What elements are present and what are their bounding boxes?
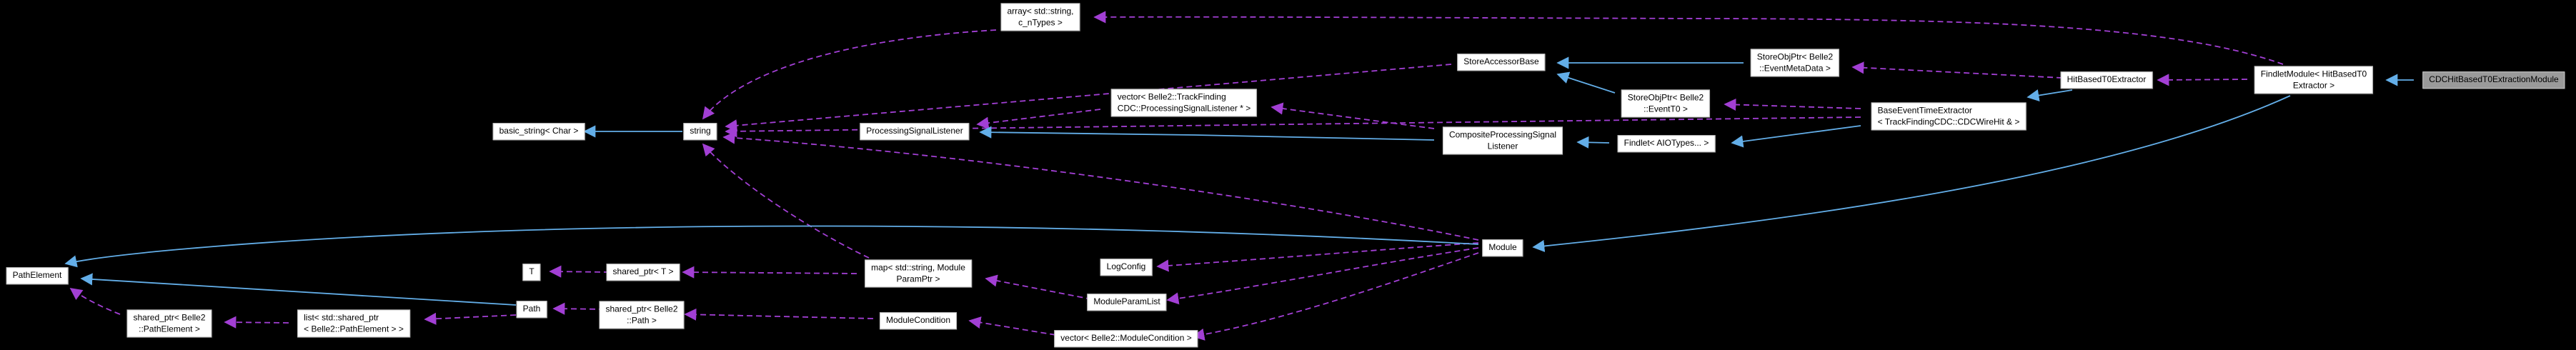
- node-store-accessor-base[interactable]: StoreAccessorBase: [1457, 54, 1546, 71]
- node-findlet-module[interactable]: FindletModule< HitBasedT0 Extractor >: [2254, 66, 2374, 94]
- node-shared-ptr-path[interactable]: shared_ptr< Belle2 ::Path >: [599, 301, 685, 329]
- node-shared-ptr-t[interactable]: shared_ptr< T >: [606, 264, 680, 281]
- edge-findletmodule-module: [1532, 95, 2291, 252]
- edge-vector-psl-psl: [976, 109, 1101, 129]
- node-string[interactable]: string: [683, 123, 717, 140]
- node-log-config[interactable]: LogConfig: [1100, 259, 1153, 276]
- node-map-module-param[interactable]: map< std::string, Module ParamPtr >: [865, 259, 972, 288]
- edge-baseeventtimeextractor-storeobjptr-eventt0: [1724, 98, 1861, 111]
- node-t[interactable]: T: [522, 264, 541, 281]
- node-store-obj-ptr-event-t0[interactable]: StoreObjPtr< Belle2 ::EventT0 >: [1621, 89, 1711, 118]
- node-findlet-aiotypes[interactable]: Findlet< AIOTypes... >: [1617, 135, 1716, 152]
- node-base-event-time-extractor[interactable]: BaseEventTimeExtractor < TrackFindingCDC…: [1871, 102, 2027, 131]
- node-cdc-hit-based-t0-extraction-module: CDCHitBasedT0ExtractionModule: [2422, 71, 2565, 89]
- edge-array-string: [702, 29, 997, 120]
- edge-findletmodule-array: [1093, 11, 2284, 65]
- edge-sharedptr-pathelement-pathelement: [69, 287, 121, 315]
- node-list-shared-ptr-path-element[interactable]: list< std::shared_ptr < Belle2::PathElem…: [297, 309, 410, 338]
- node-shared-ptr-path-element[interactable]: shared_ptr< Belle2 ::PathElement >: [126, 309, 212, 338]
- node-composite-processing-signal-listener[interactable]: CompositeProcessingSignal Listener: [1442, 126, 1563, 155]
- edge-list-sharedptr-pathelement: [224, 316, 289, 329]
- node-basic-string[interactable]: basic_string< Char >: [492, 123, 585, 140]
- node-vector-processing-signal-listener[interactable]: vector< Belle2::TrackFinding CDC::Proces…: [1110, 89, 1258, 117]
- edge-findlet-composite: [1576, 136, 1610, 149]
- node-array-string[interactable]: array< std::string, c_nTypes >: [1000, 3, 1080, 31]
- edge-storeobjptr-eventt0-storeaccessorbase: [1556, 71, 1616, 94]
- edge-module-moduleparamlist: [1166, 247, 1479, 305]
- node-hit-based-t0-extractor[interactable]: HitBasedT0Extractor: [2060, 71, 2153, 89]
- edge-modulecondition-sharedptr-path: [684, 308, 874, 321]
- edge-module-string: [722, 131, 1479, 241]
- edge-path-pathelement: [80, 273, 517, 306]
- edge-baseeventtimeextractor-findlet: [1731, 125, 1861, 148]
- edge-module-vector-modulecondition: [1192, 252, 1479, 341]
- node-vector-module-condition[interactable]: vector< Belle2::ModuleCondition >: [1054, 330, 1198, 347]
- edge-map-sharedptr-t: [682, 266, 857, 279]
- edge-findletmodule-hitbasedt0extractor: [2157, 74, 2248, 86]
- node-processing-signal-listener[interactable]: ProcessingSignalListener: [860, 123, 970, 140]
- edge-moduleparamlist-map: [985, 274, 1093, 300]
- node-path-element[interactable]: PathElement: [6, 267, 69, 284]
- edge-baseeventtimeextractor-string: [725, 116, 1861, 138]
- edge-composite-psl: [979, 126, 1435, 141]
- node-path[interactable]: Path: [516, 301, 547, 318]
- edge-module-pathelement: [64, 225, 1479, 268]
- edge-composite-vector-psl: [1270, 102, 1435, 129]
- edge-hitbasedt0extractor-baseeventtimeextractor: [2027, 89, 2073, 101]
- edge-hitbasedt0extractor-storeobjptr-eventmetadata: [1851, 61, 2063, 79]
- node-module-param-list[interactable]: ModuleParamList: [1087, 294, 1167, 311]
- edge-module-logconfig: [1156, 242, 1479, 272]
- node-module-condition[interactable]: ModuleCondition: [879, 312, 958, 329]
- edge-map-string: [702, 143, 870, 259]
- node-module[interactable]: Module: [1482, 239, 1523, 256]
- node-store-obj-ptr-event-meta-data[interactable]: StoreObjPtr< Belle2 ::EventMetaData >: [1750, 49, 1840, 77]
- edge-vector-modulecondition-modulecondition: [968, 316, 1065, 337]
- edge-sharedptr-t-t: [549, 265, 610, 278]
- edge-storeaccessorbase-string: [725, 64, 1452, 132]
- edge-path-list: [424, 312, 517, 325]
